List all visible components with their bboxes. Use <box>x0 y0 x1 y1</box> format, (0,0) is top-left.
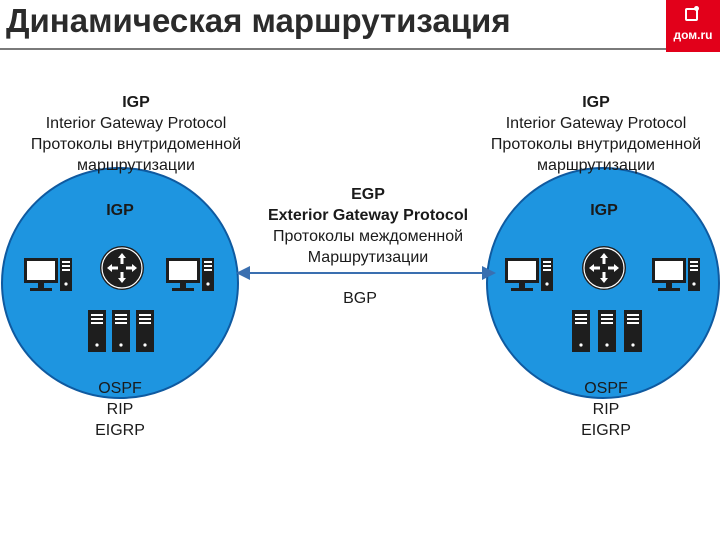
page-title: Динамическая маршрутизация <box>6 2 511 39</box>
right-server-icon-3 <box>624 310 642 352</box>
left-domain-inner-label: IGP <box>106 202 134 219</box>
egp-heading: EGP Exterior Gateway Protocol Протоколы … <box>267 186 469 266</box>
title-divider <box>0 48 720 50</box>
right-server-icon <box>572 310 590 352</box>
left-router-icon <box>99 245 145 291</box>
left-server-icon-3 <box>136 310 154 352</box>
right-domain-heading: IGP Interior Gateway Protocol Протоколы … <box>490 94 702 174</box>
logo-icon <box>685 8 698 21</box>
right-domain-inner-label: IGP <box>590 202 618 219</box>
right-router-icon <box>581 245 627 291</box>
logo-text: дом.ru <box>673 28 713 42</box>
left-server-icon-2 <box>112 310 130 352</box>
right-protocol-list: OSPF RIP EIGRP <box>581 380 631 439</box>
right-server-icon-2 <box>598 310 616 352</box>
left-server-icon <box>88 310 106 352</box>
bgp-label: BGP <box>343 290 377 307</box>
brand-logo: дом.ru <box>666 0 720 52</box>
left-protocol-list: OSPF RIP EIGRP <box>95 380 145 439</box>
double-arrow-icon <box>236 266 496 280</box>
left-domain-heading: IGP Interior Gateway Protocol Протоколы … <box>30 94 242 174</box>
